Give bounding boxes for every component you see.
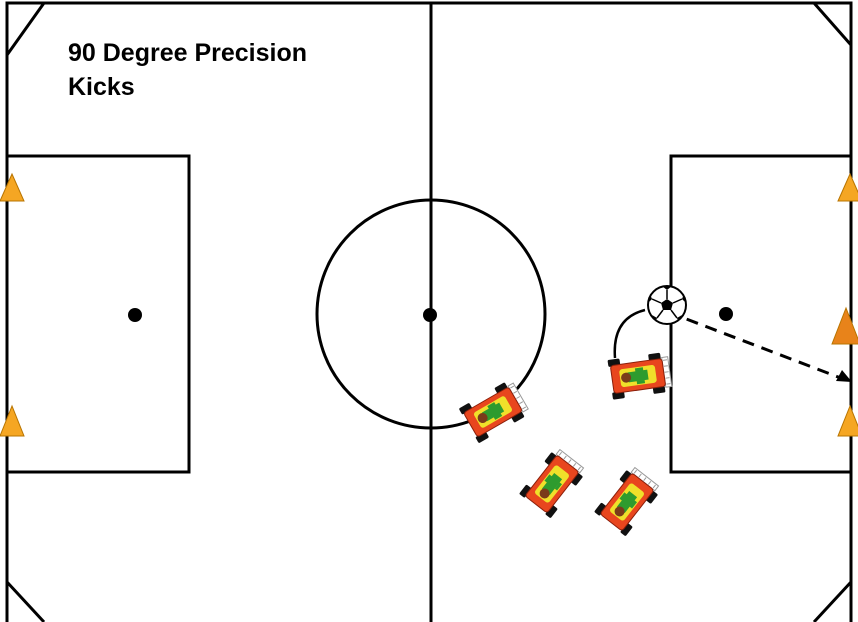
corner-mark-bottom-left (5, 580, 46, 622)
center-circle (315, 198, 547, 430)
cone-icon (831, 306, 858, 345)
cone-icon (0, 172, 25, 202)
pass-arrowhead-icon (836, 370, 852, 382)
cars (458, 351, 673, 537)
corner-mark-bottom-right (812, 580, 853, 622)
cone-icon (837, 404, 858, 437)
right-penalty-spot (719, 307, 733, 321)
pitch-markings (5, 1, 853, 622)
race-car-icon (458, 378, 532, 444)
cones (0, 172, 858, 437)
dribble-path (613, 308, 646, 359)
title-line-2: Kicks (68, 73, 135, 101)
title-line-1: 90 Degree Precision (68, 39, 308, 67)
center-spot (423, 308, 437, 322)
corner-mark-top-left (5, 2, 46, 56)
pitch-spots (128, 307, 733, 322)
pass-arrow-line (667, 310, 847, 382)
diagram-title: 90 Degree Precision Kicks (68, 36, 388, 104)
soccer-ball-icon (647, 285, 687, 325)
cone-icon (837, 172, 858, 202)
race-car-icon (518, 445, 588, 519)
cone-icon (0, 404, 25, 437)
race-car-icon (593, 463, 663, 537)
left-penalty-spot (128, 308, 142, 322)
race-car-icon (606, 351, 673, 401)
corner-mark-top-right (812, 2, 853, 46)
left-penalty-box (5, 154, 191, 474)
right-penalty-box (669, 154, 853, 474)
